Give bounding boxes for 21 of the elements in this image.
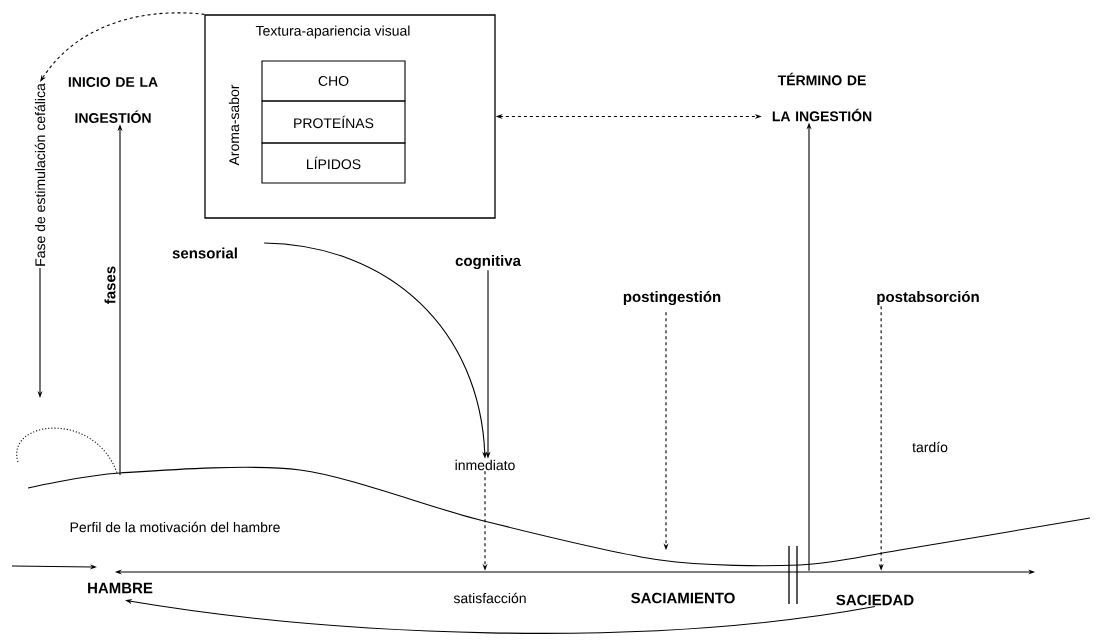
note-text: tardío — [912, 441, 948, 453]
stage-heading: INICIO DE LA INGESTIÓN — [68, 77, 158, 123]
arrow — [40, 12, 205, 82]
phase-text: sensorial — [172, 247, 237, 259]
phase-text: postabsorción — [877, 290, 979, 306]
box-heading: Textura-apariencia visual — [255, 25, 410, 39]
state-label: SACIEDAD — [836, 594, 914, 606]
phase-text: postingestión — [623, 290, 721, 306]
phase-text: inmediato — [455, 459, 515, 471]
state-label: HAMBRE — [88, 582, 153, 594]
table-cell: PROTEÍNAS — [261, 100, 406, 144]
table-cell: LÍPIDOS — [261, 142, 406, 184]
note-text: satisfacción — [453, 592, 526, 604]
table-cell: CHO — [261, 60, 406, 102]
phase-text: Fase de estimulación cefálica — [34, 83, 46, 266]
curve-label: Perfil de la motivación del hambre — [70, 521, 280, 533]
state-label: SACIAMIENTO — [631, 592, 735, 604]
phase-text: cognitiva — [455, 255, 522, 270]
axis-label: fases — [104, 266, 116, 304]
stage-heading: TÉRMINO DE LA INGESTIÓN — [772, 72, 872, 122]
side-text: Aroma-sabor — [228, 84, 240, 166]
